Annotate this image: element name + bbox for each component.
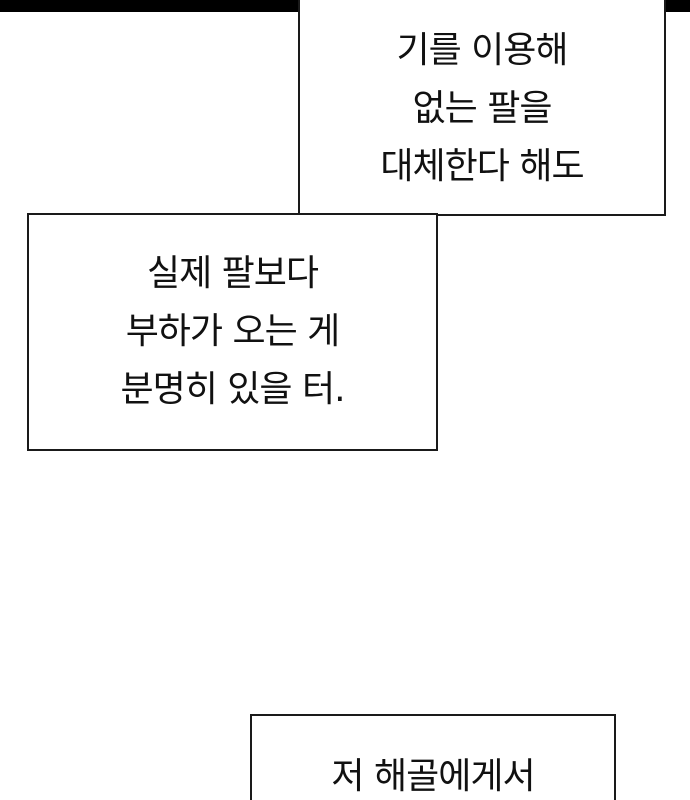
caption-box-top-right: 기를 이용해 없는 팔을 대체한다 해도 (298, 0, 666, 216)
caption-text: 기를 이용해 없는 팔을 대체한다 해도 (380, 22, 584, 196)
caption-line: 없는 팔을 (412, 88, 553, 129)
caption-line: 부하가 오는 게 (125, 311, 341, 352)
caption-text: 저 해골에게서 (331, 748, 535, 800)
caption-line: 저 해골에게서 (331, 756, 535, 797)
caption-text: 실제 팔보다 부하가 오는 게 분명히 있을 터. (120, 245, 345, 419)
caption-box-middle-left: 실제 팔보다 부하가 오는 게 분명히 있을 터. (27, 213, 438, 451)
caption-line: 실제 팔보다 (146, 253, 319, 294)
caption-line: 기를 이용해 (396, 30, 568, 71)
caption-box-bottom: 저 해골에게서 (250, 714, 616, 800)
caption-line: 대체한다 해도 (380, 146, 584, 187)
caption-line: 분명히 있을 터. (120, 369, 345, 410)
